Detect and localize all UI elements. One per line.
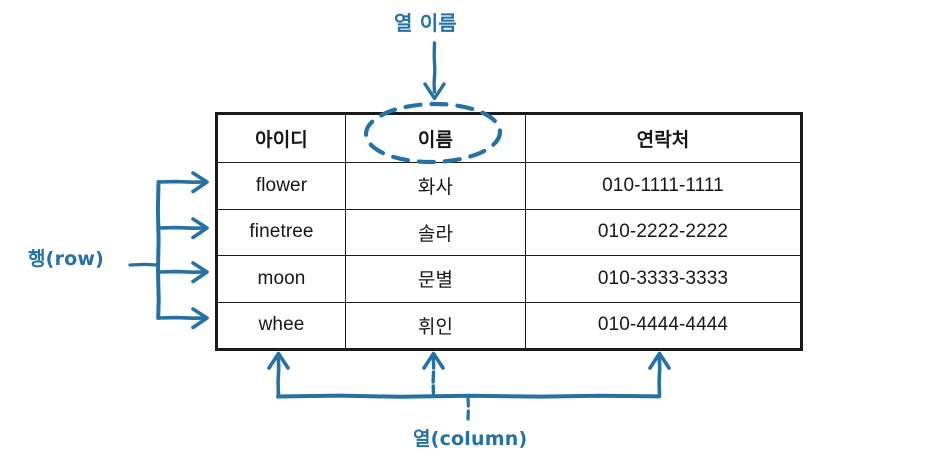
column-bracket-arrows bbox=[267, 351, 671, 421]
annotation-label-row: 행(row) bbox=[28, 248, 105, 270]
cell-id: moon bbox=[215, 255, 346, 303]
annotation-label-column-name: 열 이름 bbox=[394, 11, 457, 35]
table-row: moon 문별 010-3333-3333 bbox=[215, 255, 803, 303]
table-body: flower 화사 010-1111-1111 finetree 솔라 010-… bbox=[215, 162, 803, 351]
arrow-down-icon bbox=[423, 41, 446, 101]
column-header-name: 이름 bbox=[345, 112, 526, 163]
cell-phone: 010-2222-2222 bbox=[525, 208, 803, 256]
cell-phone: 010-4444-4444 bbox=[525, 301, 803, 351]
table-row: flower 화사 010-1111-1111 bbox=[215, 162, 803, 210]
row-bracket-arrows bbox=[128, 171, 209, 330]
database-table: 아이디 이름 연락처 flower 화사 010-1111-1111 finet… bbox=[215, 112, 803, 351]
cell-id: finetree bbox=[215, 208, 346, 256]
table-row: finetree 솔라 010-2222-2222 bbox=[215, 208, 803, 256]
column-header-id: 아이디 bbox=[215, 112, 346, 163]
cell-name: 문별 bbox=[345, 255, 526, 303]
cell-phone: 010-1111-1111 bbox=[525, 162, 803, 210]
cell-name: 휘인 bbox=[345, 301, 526, 351]
column-header-phone: 연락처 bbox=[525, 112, 803, 163]
cell-name: 솔라 bbox=[345, 208, 526, 256]
cell-id: flower bbox=[215, 162, 346, 210]
table-row: whee 휘인 010-4444-4444 bbox=[215, 301, 803, 351]
table-header: 아이디 이름 연락처 bbox=[215, 112, 803, 163]
cell-name: 화사 bbox=[345, 162, 526, 210]
annotation-label-column: 열(column) bbox=[413, 428, 528, 450]
cell-phone: 010-3333-3333 bbox=[525, 255, 803, 303]
header-row: 아이디 이름 연락처 bbox=[215, 112, 803, 163]
cell-id: whee bbox=[215, 301, 346, 351]
